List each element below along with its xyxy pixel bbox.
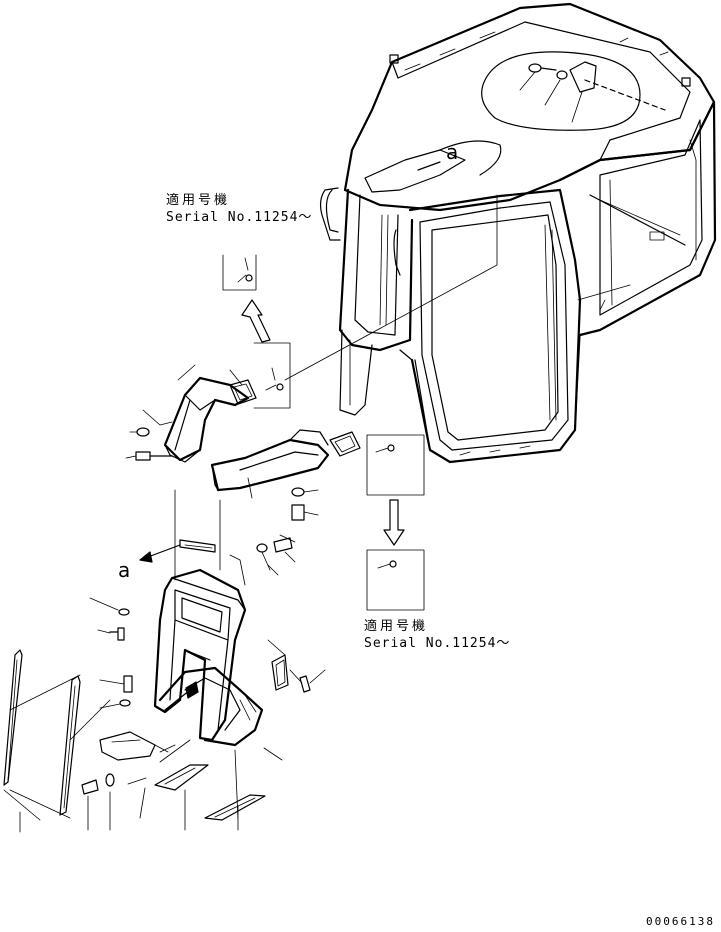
inset-lower — [366, 434, 425, 611]
fasteners-upper — [125, 409, 319, 571]
applicability-note-lower: 適用号機 Serial No.11254～ — [364, 618, 510, 652]
serial-label: Serial No.11254～ — [166, 210, 313, 225]
long-duct — [210, 429, 361, 499]
inset-upper — [222, 254, 291, 409]
cab-frame — [284, 2, 717, 464]
leader-lines — [159, 534, 296, 763]
bottom-parts — [19, 731, 283, 833]
view-mark-cab: a — [446, 140, 459, 164]
applicable-label: 適用号機 — [364, 619, 429, 634]
elbow-duct — [163, 364, 257, 463]
view-arrow — [139, 544, 181, 563]
fasteners-lower — [89, 597, 133, 709]
applicable-label: 適用号機 — [166, 193, 231, 208]
trim-strip — [3, 649, 111, 821]
serial-label: Serial No.11254～ — [364, 636, 511, 651]
view-mark-duct: a — [118, 558, 131, 582]
vertical-duct — [153, 489, 326, 747]
document-number: 00066138 — [646, 915, 715, 928]
applicability-note-upper: 適用号機 Serial No.11254～ — [166, 192, 312, 226]
